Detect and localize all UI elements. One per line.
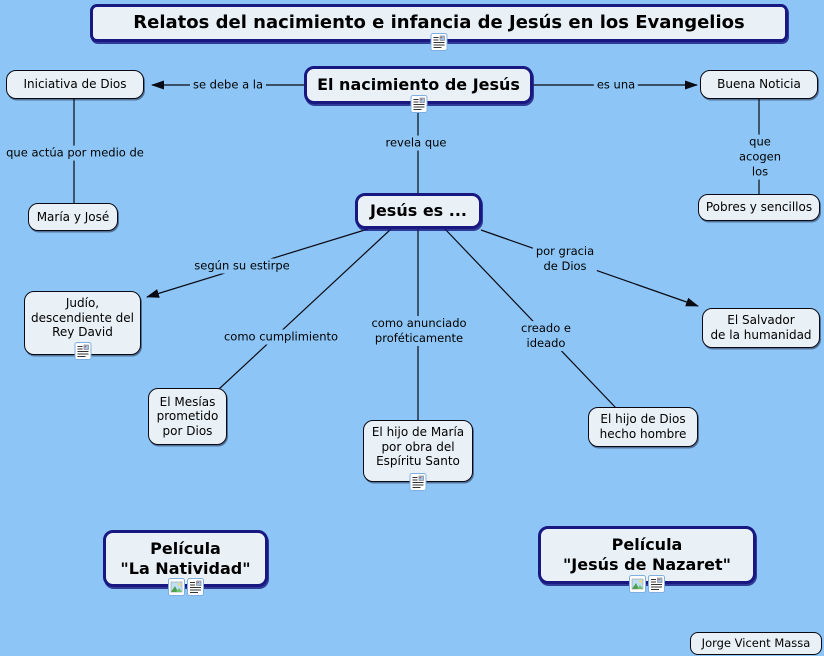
resource-document-icon[interactable]: [410, 95, 427, 113]
concept-label: El hijo de Dios hecho hombre: [599, 412, 687, 441]
concept-label: Jesús es ...: [370, 201, 467, 221]
concept-label: Iniciativa de Dios: [23, 77, 127, 92]
concept-node-el-nacimiento-de-jesus[interactable]: El nacimiento de Jesús: [304, 66, 533, 113]
concept-node-jesus-es[interactable]: Jesús es ...: [355, 193, 482, 229]
concept-label: Buena Noticia: [717, 77, 801, 92]
link-label-revela-que[interactable]: revela que: [382, 135, 450, 151]
link-label-como-anunciado-profeticamente[interactable]: como anunciado proféticamente: [368, 316, 470, 346]
concept-node-buena-noticia[interactable]: Buena Noticia: [700, 70, 818, 99]
resource-document-icon[interactable]: [430, 33, 448, 51]
concept-label: Pobres y sencillos: [705, 200, 813, 215]
concept-node-iniciativa-de-dios[interactable]: Iniciativa de Dios: [6, 70, 144, 99]
map-title-label: Relatos del nacimiento e infancia de Jes…: [133, 12, 745, 34]
concept-label: El Mesías prometido por Dios: [156, 394, 219, 438]
canvas-bottom-edge: [0, 656, 824, 660]
concept-node-maria-y-jose[interactable]: María y José: [28, 203, 118, 231]
concept-node-pelicula-la-natividad[interactable]: Película "La Natividad": [103, 530, 268, 596]
link-label-que-actua[interactable]: que actúa por medio de: [3, 145, 147, 161]
concept-label: El nacimiento de Jesús: [317, 75, 520, 95]
concept-node-el-salvador-de-la-humanidad[interactable]: El Salvador de la humanidad: [702, 308, 820, 348]
link-label-es-una[interactable]: es una: [593, 77, 639, 93]
resource-document-icon[interactable]: [74, 342, 91, 360]
concept-node-judio-descendiente-rey-david[interactable]: Judío, descendiente del Rey David: [24, 291, 141, 360]
author-label: Jorge Vicent Massa: [701, 636, 811, 651]
link-line-creado-e-ideado: [444, 228, 617, 409]
concept-label: Película "Jesús de Nazaret": [562, 535, 732, 574]
link-label-por-gracia-de-dios[interactable]: por gracia de Dios: [532, 244, 598, 274]
author-node[interactable]: Jorge Vicent Massa: [690, 632, 822, 655]
resource-document-icon[interactable]: [186, 578, 204, 596]
concept-label: María y José: [36, 209, 110, 224]
resource-document-icon[interactable]: [409, 473, 427, 491]
resource-image-icon[interactable]: [167, 578, 185, 596]
concept-node-pelicula-jesus-de-nazaret[interactable]: Película "Jesús de Nazaret": [538, 526, 756, 593]
link-label-como-cumplimiento[interactable]: como cumplimiento: [220, 329, 342, 345]
concept-label: Película "La Natividad": [120, 538, 251, 578]
resource-document-icon[interactable]: [648, 575, 665, 593]
link-label-que-acogen-los[interactable]: que acogen los: [728, 134, 792, 180]
concept-node-el-mesias-prometido[interactable]: El Mesías prometido por Dios: [148, 388, 227, 445]
link-label-segun-su-estirpe[interactable]: según su estirpe: [191, 258, 293, 274]
concept-label: El Salvador de la humanidad: [710, 313, 812, 342]
concept-label: El hijo de María por obra del Espíritu S…: [371, 425, 465, 469]
link-label-se-debe-a-la[interactable]: se debe a la: [189, 77, 267, 93]
link-label-creado-e-ideado[interactable]: creado e ideado: [518, 321, 574, 351]
concept-label: Judío, descendiente del Rey David: [30, 296, 134, 340]
link-line-como-cumplimiento: [218, 228, 392, 390]
map-title-node[interactable]: Relatos del nacimiento e infancia de Jes…: [90, 4, 788, 51]
concept-node-hijo-de-dios-hecho-hombre[interactable]: El hijo de Dios hecho hombre: [588, 407, 698, 447]
resource-image-icon[interactable]: [629, 575, 646, 593]
concept-node-hijo-de-maria-espiritu-santo[interactable]: El hijo de María por obra del Espíritu S…: [363, 420, 473, 491]
concept-node-pobres-y-sencillos[interactable]: Pobres y sencillos: [698, 194, 820, 221]
